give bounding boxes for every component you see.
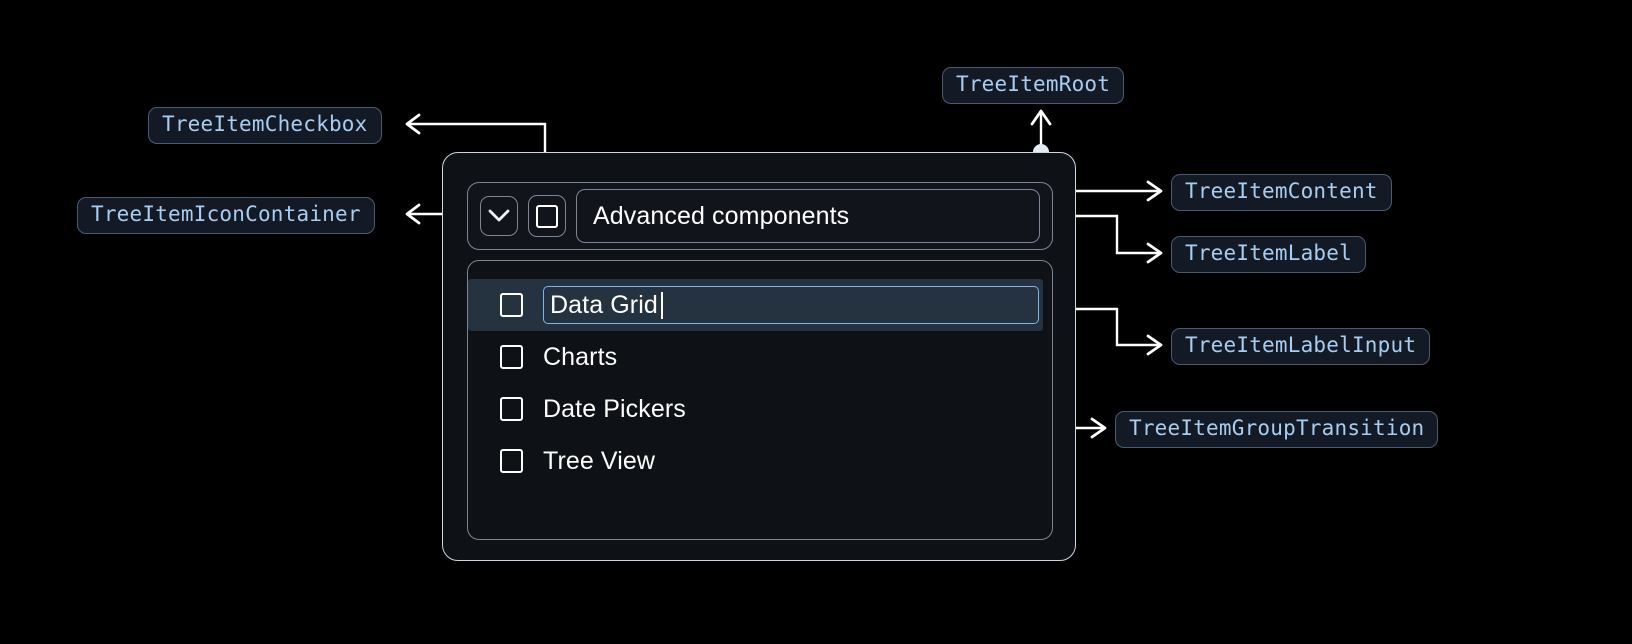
arrowhead-tree-item-group-transition [1090, 417, 1107, 439]
tree-item-content[interactable]: Advanced components [467, 182, 1053, 250]
arrowhead-tree-item-label [1146, 242, 1163, 264]
annotation-pill-tree-item-label-input: TreeItemLabelInput [1171, 328, 1431, 365]
annotation-pill-tree-item-checkbox: TreeItemCheckbox [148, 107, 382, 144]
annotation-pill-tree-item-group-transition: TreeItemGroupTransition [1115, 411, 1439, 448]
arrowhead-tree-item-label-input [1146, 334, 1163, 356]
tree-item-checkbox[interactable] [528, 195, 566, 237]
tree-item-row-date-pickers[interactable]: Date Pickers [468, 383, 1052, 435]
tree-item-group-transition: Data Grid Charts Date Pickers Tree View [467, 260, 1053, 540]
tree-item-label-text: Date Pickers [543, 394, 686, 423]
annotation-pill-tree-item-content: TreeItemContent [1171, 174, 1392, 211]
tree-item-row-data-grid[interactable]: Data Grid [468, 279, 1043, 331]
tree-item-root[interactable]: Advanced components Data Grid Charts Dat… [442, 152, 1076, 561]
tree-item-label-input[interactable]: Data Grid [543, 286, 1039, 324]
arrowhead-tree-item-root [1030, 109, 1052, 126]
tree-item-label-text: Advanced components [593, 201, 850, 230]
tree-item-row-charts[interactable]: Charts [468, 331, 1052, 383]
tree-item-label-text: Tree View [543, 446, 656, 475]
chevron-down-icon [488, 209, 510, 222]
tree-item-label-input-value: Data Grid [550, 290, 658, 319]
annotation-pill-tree-item-label: TreeItemLabel [1171, 236, 1366, 273]
checkbox-unchecked-icon[interactable] [500, 449, 523, 473]
arrowhead-tree-item-checkbox [405, 113, 421, 135]
checkbox-unchecked-icon [536, 204, 558, 228]
text-caret [660, 291, 663, 319]
checkbox-unchecked-icon[interactable] [500, 293, 523, 317]
arrowhead-tree-item-icon-container [405, 203, 421, 225]
checkbox-unchecked-icon[interactable] [500, 345, 523, 369]
tree-item-label-text: Charts [543, 342, 618, 371]
annotation-pill-tree-item-icon-container: TreeItemIconContainer [77, 197, 375, 234]
tree-item-row-tree-view[interactable]: Tree View [468, 435, 1052, 487]
arrowhead-tree-item-content [1146, 180, 1163, 202]
checkbox-unchecked-icon[interactable] [500, 397, 523, 421]
annotation-pill-tree-item-root: TreeItemRoot [942, 67, 1125, 104]
tree-item-label[interactable]: Advanced components [576, 189, 1040, 243]
tree-item-icon-container[interactable] [480, 196, 518, 236]
